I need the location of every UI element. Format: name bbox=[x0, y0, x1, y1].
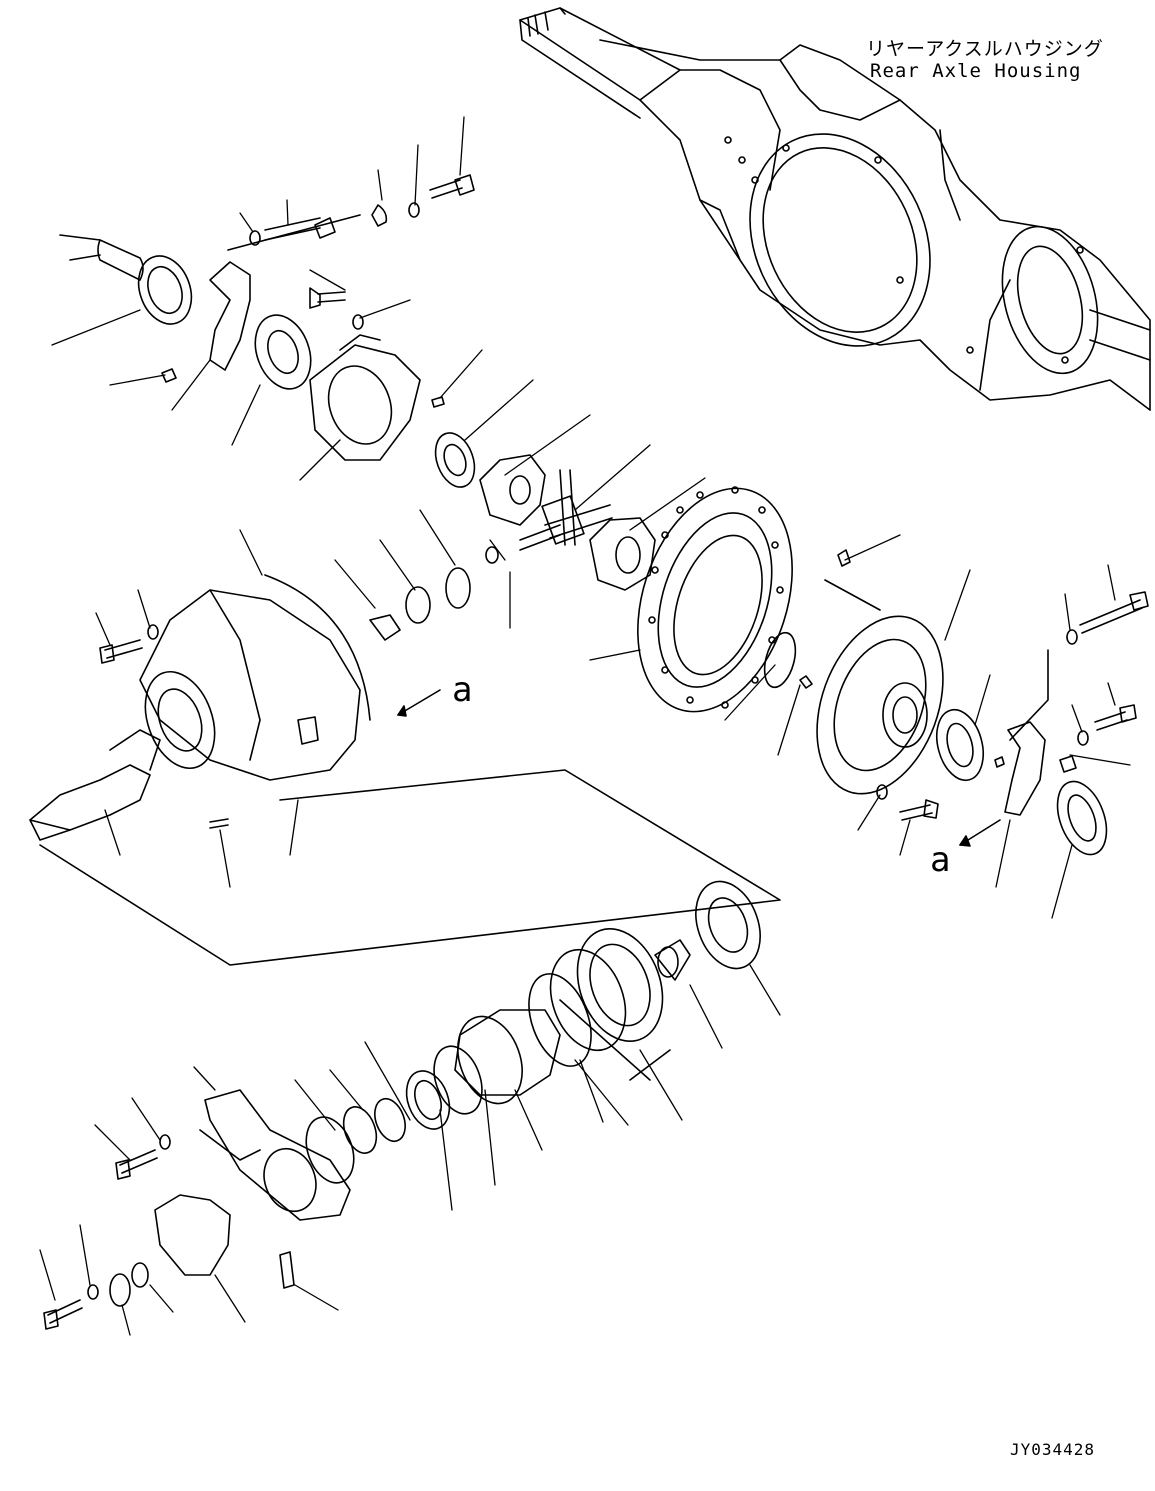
drawing-code: JY034428 bbox=[1010, 1440, 1096, 1459]
differential-housing bbox=[30, 547, 498, 840]
reference-bracket-lines bbox=[40, 215, 1048, 1160]
differential-gears bbox=[429, 397, 655, 590]
view-marker-a-right: a bbox=[930, 840, 951, 880]
rear-axle-housing-title-en: Rear Axle Housing bbox=[870, 60, 1082, 82]
lower-bracket bbox=[44, 1090, 350, 1329]
lower-clutch-group bbox=[298, 872, 772, 1189]
view-marker-a-left: a bbox=[452, 670, 473, 710]
left-bearing-group bbox=[60, 175, 474, 460]
rear-axle-housing-title-ja: リヤーアクスルハウジング bbox=[866, 38, 1104, 60]
ring-gear bbox=[611, 468, 819, 731]
leader-lines bbox=[40, 117, 1130, 1335]
rear-axle-housing-assembly bbox=[520, 8, 1150, 410]
right-bearing-group bbox=[794, 550, 1148, 861]
